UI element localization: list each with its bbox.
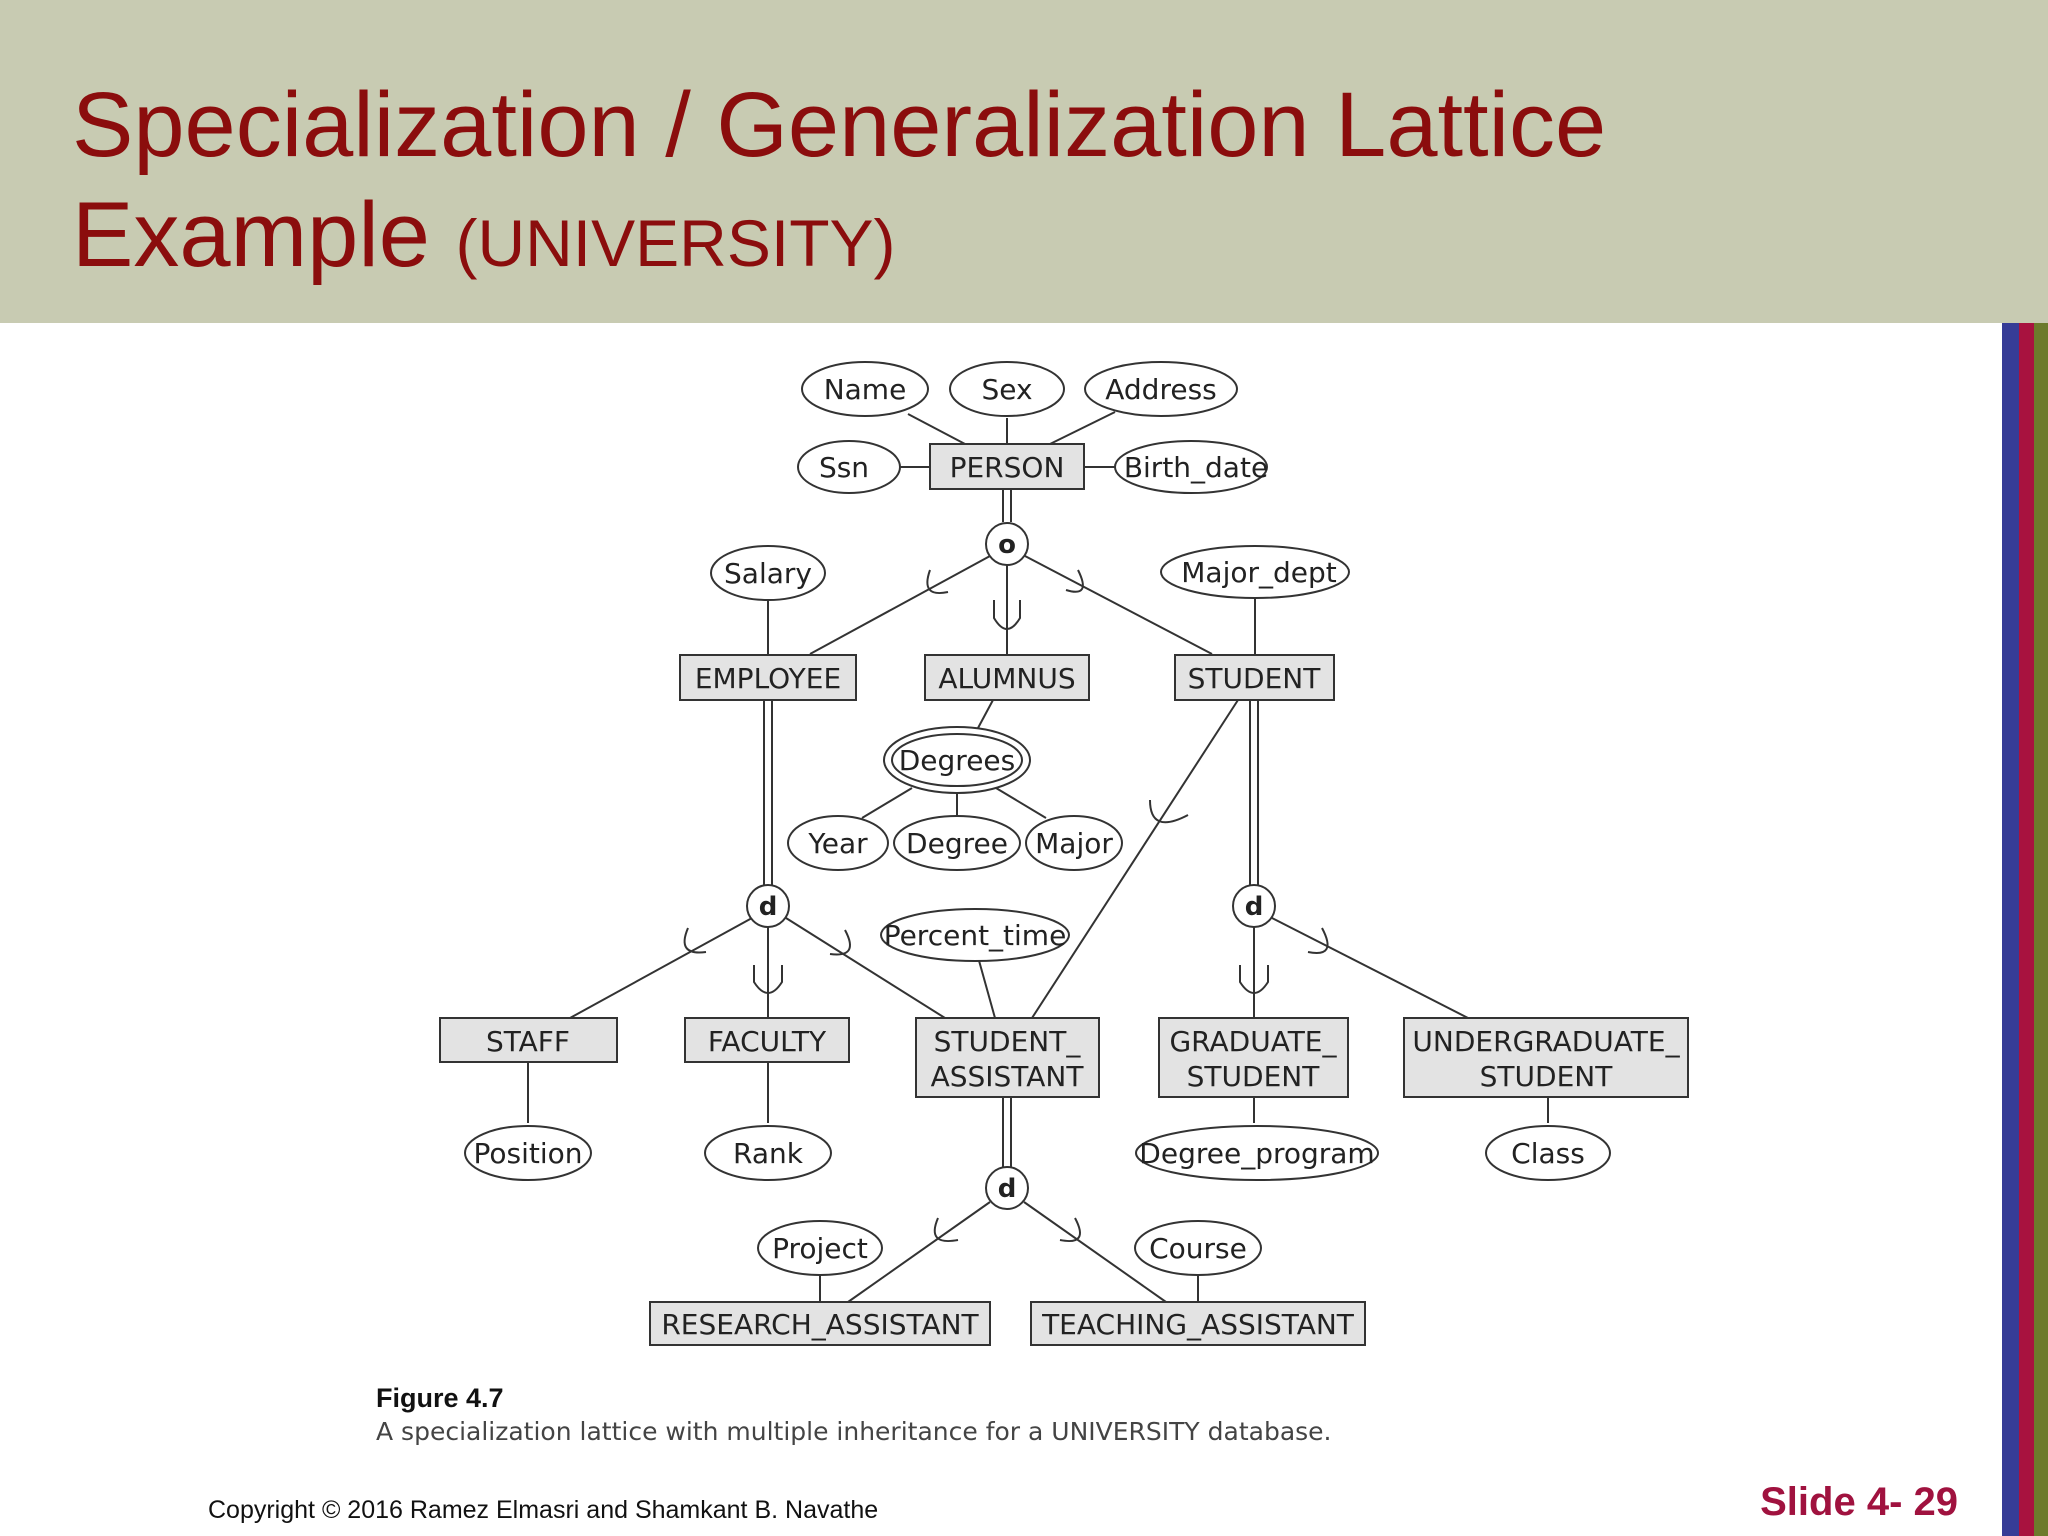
- constraint-student-label: d: [1245, 892, 1264, 922]
- entity-staff: [439, 1017, 618, 1063]
- attr-name: [801, 361, 929, 417]
- entity-student-assistant: [915, 1017, 1100, 1098]
- constraint-employee-label: d: [759, 892, 778, 922]
- constraint-disjoint-student: [1232, 884, 1276, 928]
- attr-degree-label: Degree: [906, 827, 1008, 860]
- entity-alumnus: [924, 654, 1090, 701]
- attr-sex-label: Sex: [981, 373, 1032, 406]
- slide-title: Specialization / Generalization Lattice …: [72, 70, 1606, 298]
- slide-header: [0, 0, 2048, 323]
- attr-rank-label: Rank: [733, 1137, 804, 1170]
- constraint-overlap-person: [985, 522, 1029, 566]
- attr-major-dept-label: Major_dept: [1181, 556, 1337, 589]
- attr-ssn: [797, 440, 901, 494]
- attr-degree-program: [1135, 1125, 1379, 1181]
- attr-address: [1084, 361, 1238, 417]
- attr-major-label: Major: [1035, 827, 1113, 860]
- attr-project-label: Project: [772, 1232, 868, 1265]
- entity-undergraduate-student: [1403, 1017, 1689, 1098]
- attr-course-label: Course: [1149, 1232, 1247, 1265]
- entity-student: [1174, 654, 1335, 701]
- entity-teaching-assistant: [1030, 1301, 1366, 1346]
- attr-year: [787, 815, 889, 871]
- attr-class: [1485, 1125, 1611, 1181]
- attr-birth-date-label: Birth_date: [1124, 451, 1268, 484]
- attr-salary: [710, 545, 826, 601]
- accent-bar-blue: [2002, 323, 2019, 1536]
- title-subtitle: (UNIVERSITY): [455, 206, 896, 280]
- attr-major-dept: [1160, 545, 1350, 599]
- attr-degree-program-label: Degree_program: [1139, 1137, 1374, 1170]
- constraint-disjoint-student-assistant: [985, 1166, 1029, 1210]
- entity-person-label: PERSON: [950, 451, 1065, 484]
- attr-position: [464, 1125, 592, 1181]
- attr-major: [1025, 815, 1123, 871]
- attr-percent-time-label: Percent_time: [884, 919, 1067, 952]
- attr-rank: [704, 1125, 832, 1181]
- attr-project: [757, 1220, 883, 1276]
- constraint-overlap-label: o: [998, 530, 1016, 560]
- slide-number: Slide 4- 29: [1760, 1480, 1958, 1524]
- entity-employee-label: EMPLOYEE: [695, 662, 841, 695]
- entity-student-assistant-label-2: ASSISTANT: [931, 1060, 1085, 1093]
- attr-class-label: Class: [1511, 1137, 1585, 1170]
- copyright-notice: Copyright © 2016 Ramez Elmasri and Shamk…: [208, 1496, 879, 1524]
- entity-faculty-label: FACULTY: [708, 1025, 827, 1058]
- figure-label: Figure 4.7: [376, 1383, 504, 1413]
- accent-bar-red: [2019, 323, 2034, 1536]
- entity-graduate-student-label-2: STUDENT: [1187, 1060, 1321, 1093]
- entity-faculty: [684, 1017, 850, 1063]
- entity-student-assistant-label-1: STUDENT_: [934, 1025, 1082, 1058]
- entity-employee: [679, 654, 857, 701]
- attr-year-label: Year: [807, 827, 868, 860]
- entity-undergraduate-student-label-2: STUDENT: [1480, 1060, 1614, 1093]
- attr-sex: [949, 361, 1065, 417]
- entity-graduate-student-label-1: GRADUATE_: [1169, 1025, 1337, 1058]
- entity-alumnus-label: ALUMNUS: [938, 662, 1075, 695]
- constraint-student-assistant-label: d: [998, 1174, 1017, 1204]
- attr-degrees-label: Degrees: [899, 744, 1016, 777]
- attr-address-label: Address: [1105, 373, 1217, 406]
- entity-graduate-student: [1158, 1017, 1349, 1098]
- attr-birth-date: [1114, 440, 1268, 494]
- entity-research-assistant: [649, 1301, 991, 1346]
- attr-name-label: Name: [824, 373, 907, 406]
- attr-ssn-label: Ssn: [819, 451, 869, 484]
- entity-teaching-assistant-label: TEACHING_ASSISTANT: [1041, 1308, 1355, 1341]
- accent-bar-olive: [2034, 323, 2048, 1536]
- entity-research-assistant-label: RESEARCH_ASSISTANT: [661, 1308, 979, 1341]
- entity-person: [929, 443, 1085, 490]
- attr-degrees-inner: [891, 733, 1023, 787]
- constraint-disjoint-employee: [746, 884, 790, 928]
- attr-degree: [893, 815, 1021, 871]
- entity-staff-label: STAFF: [486, 1025, 570, 1058]
- entity-undergraduate-student-label-1: UNDERGRADUATE_: [1412, 1025, 1680, 1058]
- figure-caption: A specialization lattice with multiple i…: [376, 1417, 1332, 1446]
- title-line-1: Specialization / Generalization Lattice: [72, 74, 1607, 176]
- entity-student-label: STUDENT: [1188, 662, 1322, 695]
- attr-salary-label: Salary: [724, 557, 812, 590]
- attr-course: [1134, 1220, 1262, 1276]
- attr-percent-time: [880, 908, 1070, 962]
- title-line-2: Example: [72, 184, 430, 286]
- attr-position-label: Position: [473, 1137, 582, 1170]
